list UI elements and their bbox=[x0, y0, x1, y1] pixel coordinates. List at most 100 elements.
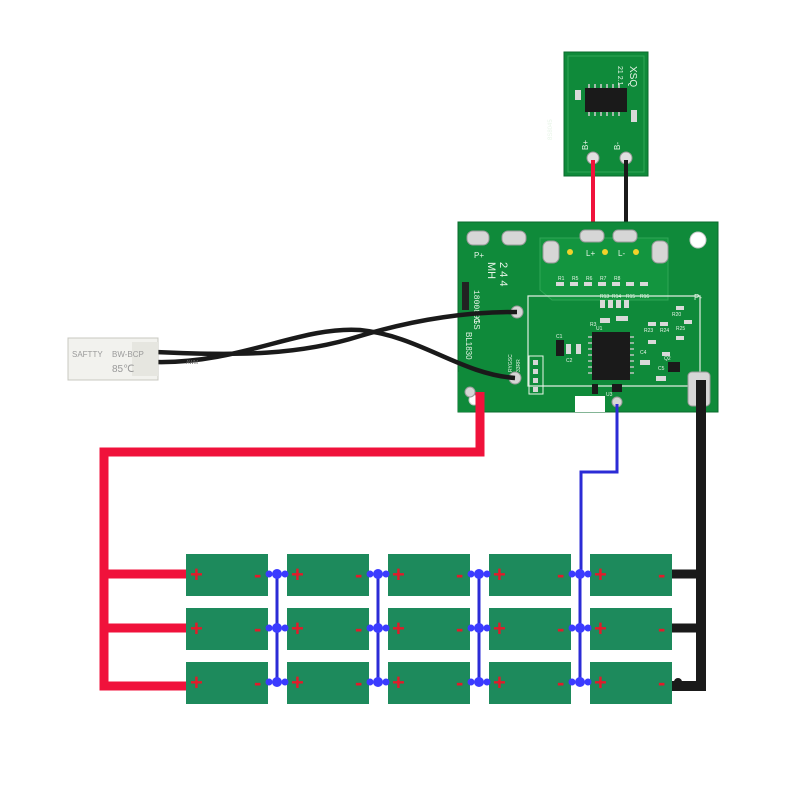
balance-board-sublabel: 21 2.1 bbox=[616, 66, 623, 86]
junction-dot-icon bbox=[674, 624, 682, 632]
component-label: R23 bbox=[644, 328, 653, 334]
board-marking-side: 1800891 bbox=[471, 290, 480, 324]
junction-dot-icon bbox=[674, 678, 682, 686]
junction-dot-icon bbox=[272, 677, 282, 687]
wire-pack-negative bbox=[672, 380, 706, 691]
cell-plus-sign: + bbox=[291, 616, 304, 641]
pad-lplus-label: L+ bbox=[586, 249, 595, 258]
junction-dot-icon bbox=[474, 677, 484, 687]
component-label: R6 bbox=[586, 276, 593, 282]
board-marking-num: 2 4 4 bbox=[497, 262, 509, 286]
cell-minus-sign: - bbox=[254, 616, 261, 641]
mounting-hole-icon bbox=[689, 231, 707, 249]
battery-pack: +-+-+-+-+-+-+-+-+-+-+-+-+-+-+- bbox=[186, 554, 682, 704]
board-model-text: BL1830 bbox=[464, 332, 473, 360]
cell-minus-sign: - bbox=[658, 616, 665, 641]
component-label: R7 bbox=[600, 276, 607, 282]
balance-pad-bplus-label: B+ bbox=[581, 140, 590, 150]
battery-cell: +- bbox=[186, 662, 268, 704]
thermistor-model: BW-BCP bbox=[112, 350, 144, 359]
thermistor-wire-print: AWM bbox=[186, 360, 198, 366]
cell-minus-sign: - bbox=[557, 562, 564, 587]
chip-icon bbox=[585, 84, 627, 116]
junction-dot-icon bbox=[568, 624, 576, 632]
junction-dot-icon bbox=[568, 678, 576, 686]
battery-cell: +- bbox=[388, 608, 470, 650]
main-board: P+ L+ L- P- MH 2 4 4 1800891 GS BL1830 R… bbox=[457, 221, 719, 413]
cell-plus-sign: + bbox=[594, 670, 607, 695]
cell-plus-sign: + bbox=[594, 562, 607, 587]
component-label: C5 bbox=[658, 366, 665, 372]
junction-dot-icon bbox=[373, 623, 383, 633]
battery-cell: +- bbox=[388, 554, 470, 596]
junction-dot-icon bbox=[568, 570, 576, 578]
cell-minus-sign: - bbox=[658, 562, 665, 587]
cell-minus-sign: - bbox=[355, 616, 362, 641]
thermistor-temp: 85℃ bbox=[112, 364, 134, 375]
battery-cell: +- bbox=[489, 608, 571, 650]
junction-dot-icon bbox=[674, 570, 682, 578]
component-label: R13 bbox=[600, 294, 609, 300]
battery-cell: +- bbox=[287, 608, 369, 650]
junction-dot-icon bbox=[281, 678, 289, 686]
wire-balance-tap bbox=[579, 404, 619, 574]
component-label: U3 bbox=[606, 392, 613, 398]
component-label: R14 bbox=[612, 294, 621, 300]
battery-cell: +- bbox=[489, 554, 571, 596]
board-marking-pins2: 33RR bbox=[516, 359, 522, 372]
battery-cell: +- bbox=[590, 662, 672, 704]
chip-icon bbox=[588, 332, 634, 380]
cell-minus-sign: - bbox=[658, 670, 665, 695]
cell-minus-sign: - bbox=[456, 670, 463, 695]
pad-lminus-label: L- bbox=[618, 249, 625, 258]
cell-minus-sign: - bbox=[456, 562, 463, 587]
junction-dot-icon bbox=[265, 678, 273, 686]
battery-cell: +- bbox=[590, 608, 672, 650]
junction-dot-icon bbox=[483, 570, 491, 578]
thermistor: SAFTTY BW-BCP 85℃ AWM bbox=[67, 309, 518, 381]
junction-dot-icon bbox=[474, 623, 484, 633]
junction-dot-icon bbox=[584, 678, 592, 686]
cell-minus-sign: - bbox=[456, 616, 463, 641]
junction-dot-icon bbox=[366, 624, 374, 632]
pad-pplus-label: P+ bbox=[474, 251, 484, 260]
battery-cell: +- bbox=[489, 662, 571, 704]
junction-dot-icon bbox=[382, 570, 390, 578]
junction-dot-icon bbox=[373, 569, 383, 579]
cell-plus-sign: + bbox=[190, 670, 203, 695]
cell-minus-sign: - bbox=[355, 670, 362, 695]
junction-dot-icon bbox=[483, 678, 491, 686]
junction-dot-icon bbox=[467, 570, 475, 578]
cell-plus-sign: + bbox=[493, 562, 506, 587]
cell-minus-sign: - bbox=[254, 562, 261, 587]
component-label: R24 bbox=[660, 328, 669, 334]
board-marking-mh: MH bbox=[485, 262, 497, 279]
junction-dot-icon bbox=[366, 678, 374, 686]
component-label: U1 bbox=[596, 326, 603, 332]
cell-plus-sign: + bbox=[392, 616, 405, 641]
component-label: R1 bbox=[558, 276, 565, 282]
component-label: R8 bbox=[614, 276, 621, 282]
component-label: C4 bbox=[640, 350, 647, 356]
cell-plus-sign: + bbox=[291, 670, 304, 695]
junction-dot-icon bbox=[474, 569, 484, 579]
battery-cell: +- bbox=[287, 554, 369, 596]
cell-plus-sign: + bbox=[493, 616, 506, 641]
pad-pminus-label: P- bbox=[694, 293, 702, 302]
board-marking-pins: RYGSC bbox=[508, 354, 514, 372]
battery-cell: +- bbox=[388, 662, 470, 704]
pad-pplus bbox=[464, 386, 476, 398]
cell-minus-sign: - bbox=[557, 616, 564, 641]
component-label: Q2 bbox=[664, 356, 671, 362]
junction-dot-icon bbox=[483, 624, 491, 632]
thermistor-brand: SAFTTY bbox=[72, 350, 103, 359]
balance-board-label: XSQ bbox=[627, 66, 638, 87]
component-label: R15 bbox=[626, 294, 635, 300]
junction-dot-icon bbox=[575, 623, 585, 633]
junction-dot-icon bbox=[575, 569, 585, 579]
balance-board-code: 8S8045 bbox=[548, 119, 554, 140]
junction-dot-icon bbox=[373, 677, 383, 687]
cell-minus-sign: - bbox=[557, 670, 564, 695]
balance-pad-bminus-label: B- bbox=[613, 142, 622, 150]
component-label: C2 bbox=[566, 358, 573, 364]
